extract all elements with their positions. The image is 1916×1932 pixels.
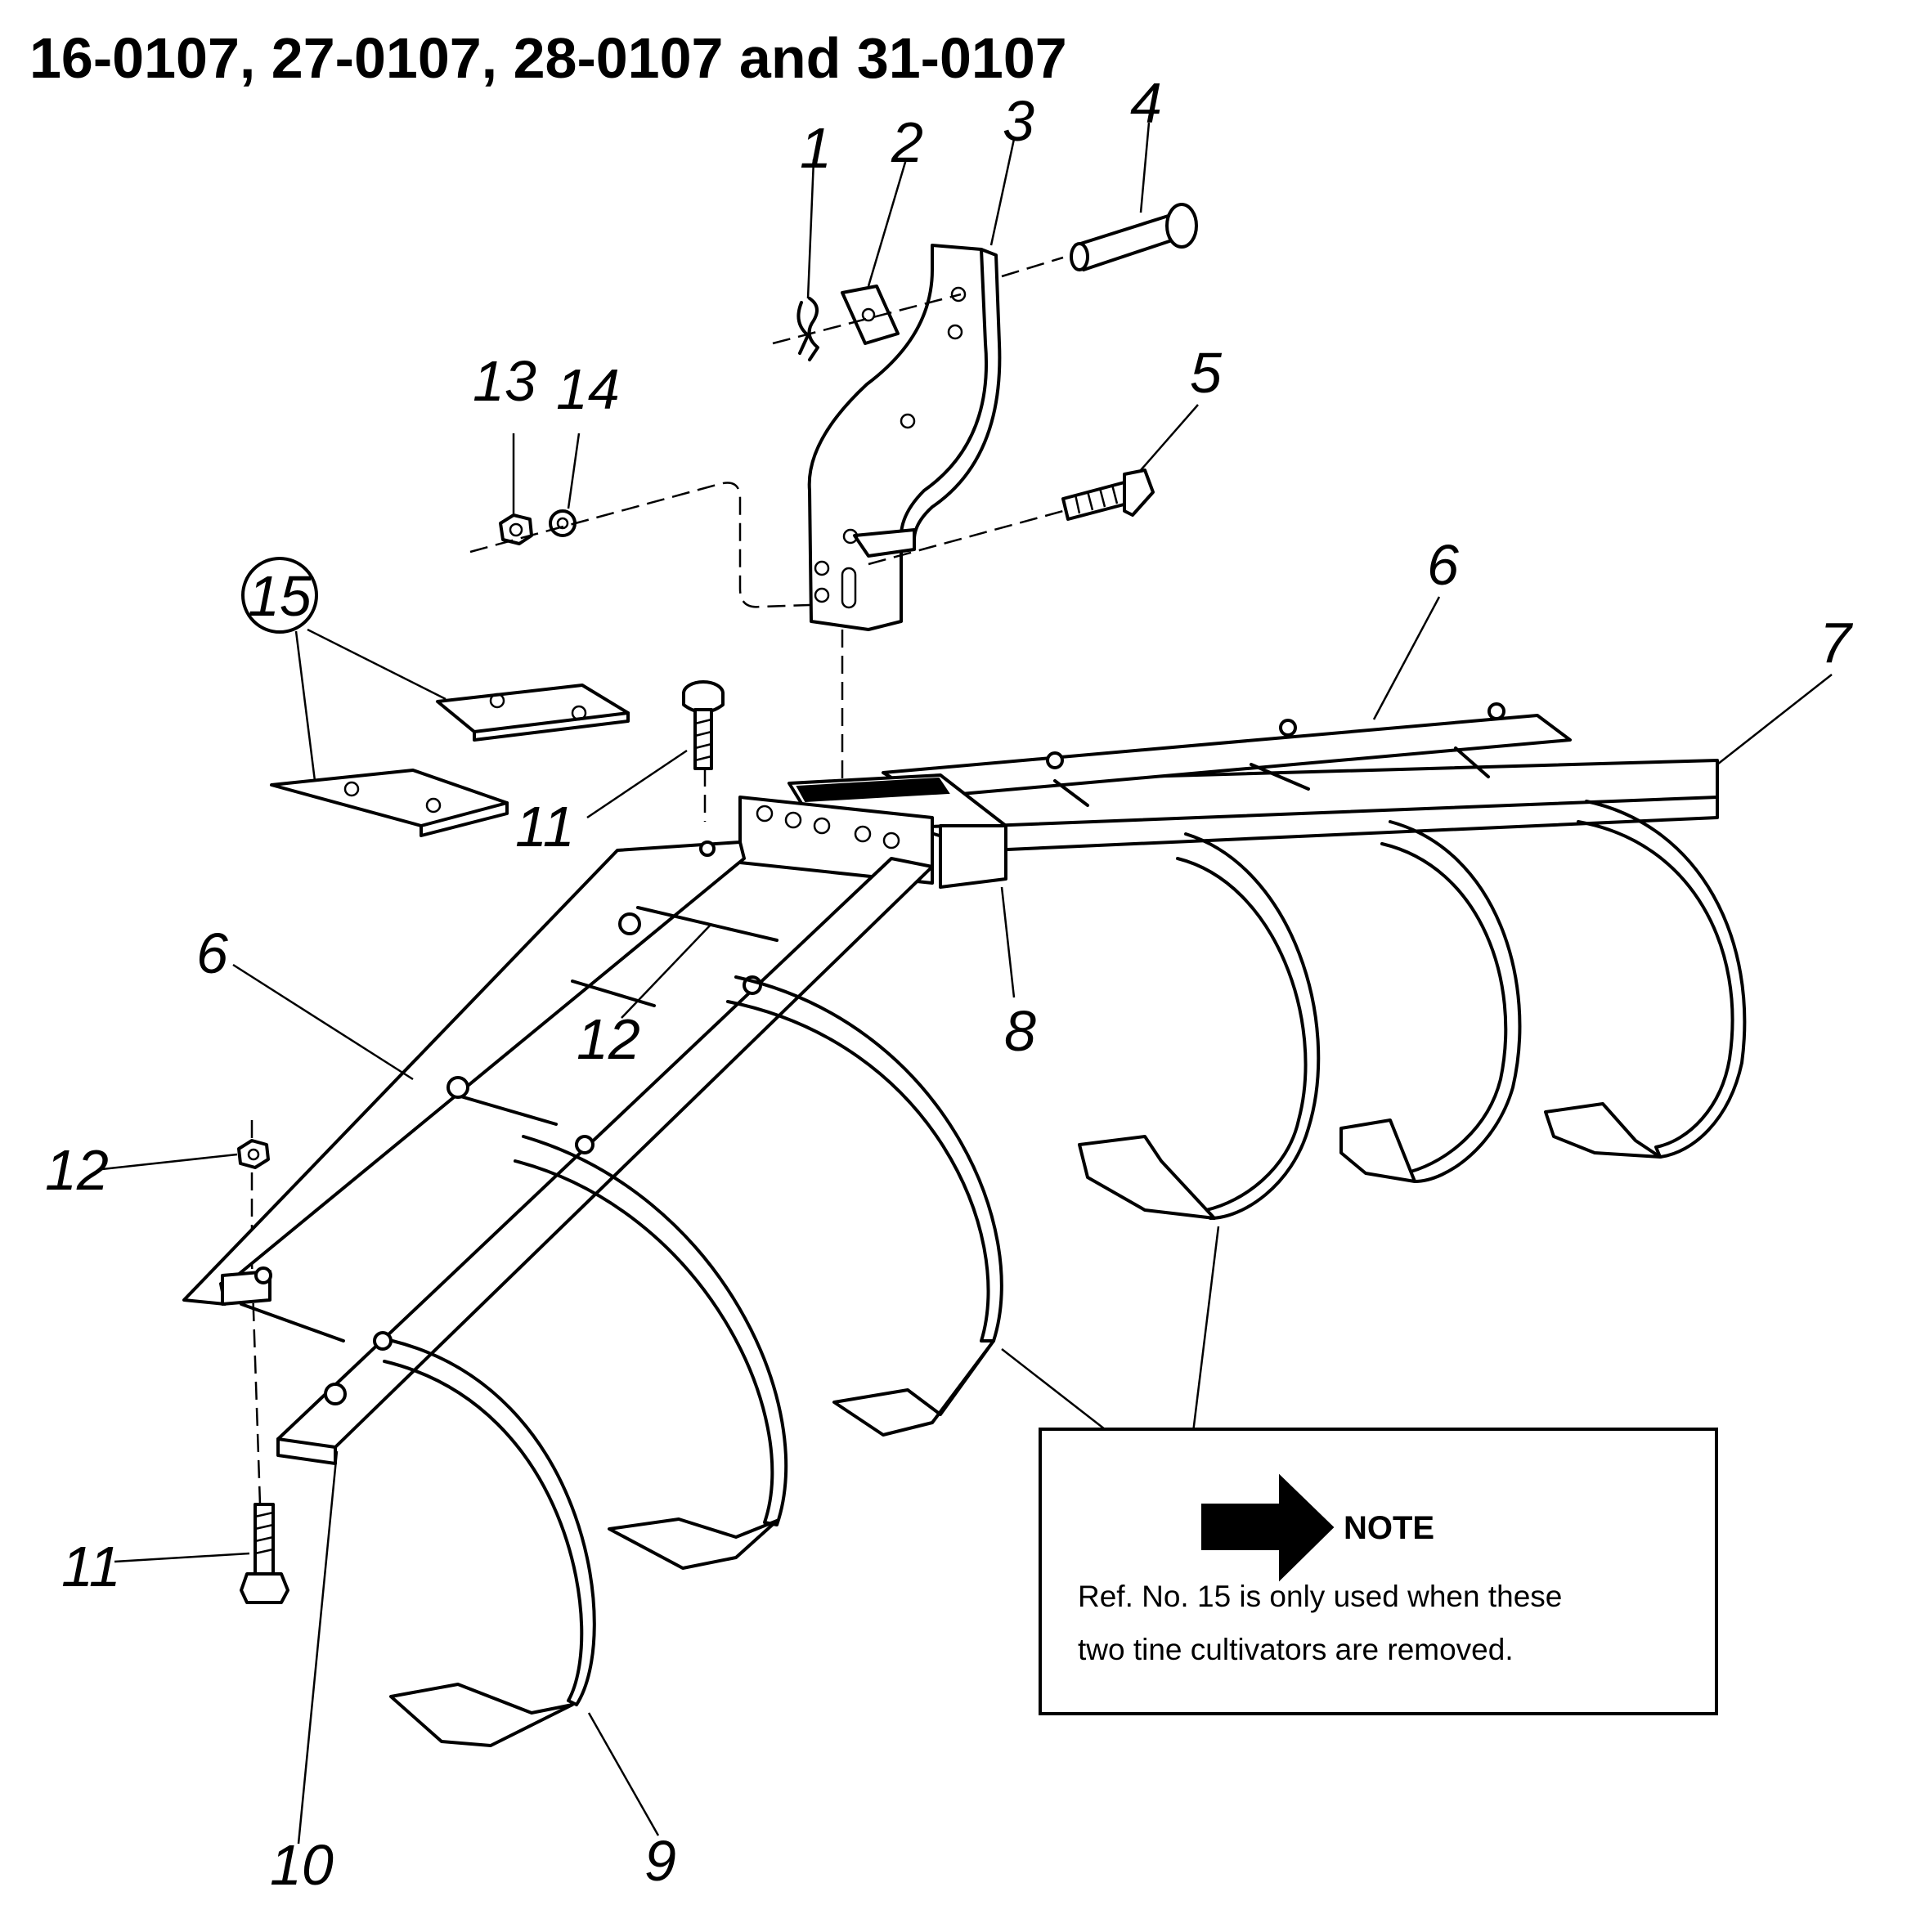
carriage-bolt-part bbox=[682, 680, 725, 770]
spacer-plate-part bbox=[841, 285, 900, 345]
cultivator-tine-part bbox=[1339, 820, 1522, 1183]
spacer-plate-15-part bbox=[436, 684, 630, 742]
assembly-line bbox=[250, 1120, 262, 1505]
page-title: 16-0107, 27-0107, 28-0107 and 31-0107 bbox=[29, 26, 1067, 90]
note-line-1: Ref. No. 15 is only used when these bbox=[1078, 1580, 1562, 1613]
leader-lines bbox=[101, 122, 1833, 1845]
callout-4: 4 bbox=[1130, 71, 1162, 135]
assembly-line bbox=[772, 293, 962, 345]
hex-nut-13-part bbox=[499, 513, 533, 545]
callout-6-left: 6 bbox=[196, 921, 228, 985]
cultivator-tine-part bbox=[514, 1135, 788, 1570]
note-heading: NOTE bbox=[1344, 1510, 1434, 1546]
callout-7: 7 bbox=[1820, 611, 1854, 675]
callout-12-lower: 12 bbox=[45, 1138, 109, 1202]
callout-13: 13 bbox=[473, 349, 536, 413]
callout-11-upper: 11 bbox=[515, 795, 575, 858]
note-line-2: two tine cultivators are removed. bbox=[1078, 1633, 1514, 1666]
callout-10: 10 bbox=[270, 1833, 334, 1897]
lock-washer-14-part bbox=[549, 509, 577, 537]
spacer-plate-15-part bbox=[270, 769, 509, 837]
callout-3: 3 bbox=[1003, 89, 1034, 153]
assembly-line bbox=[1001, 256, 1064, 278]
callout-15-circle: 15 bbox=[241, 557, 318, 634]
callout-9: 9 bbox=[644, 1829, 676, 1893]
callout-14: 14 bbox=[556, 357, 620, 421]
callout-15: 15 bbox=[248, 564, 312, 628]
hitch-bracket-part bbox=[807, 244, 1002, 631]
arrow-right-icon bbox=[1201, 1473, 1335, 1582]
hex-bolt-part bbox=[240, 1503, 289, 1604]
callout-2: 2 bbox=[891, 110, 923, 174]
callout-11-lower: 11 bbox=[61, 1535, 121, 1598]
cultivator-tine-part bbox=[726, 975, 1003, 1437]
callout-6-right: 6 bbox=[1427, 533, 1459, 597]
hitch-pin-part bbox=[1070, 203, 1198, 271]
assembly-line bbox=[868, 509, 1064, 566]
assembly-line bbox=[469, 482, 810, 608]
cultivator-tine-part bbox=[1544, 800, 1747, 1159]
callout-5: 5 bbox=[1190, 341, 1223, 405]
cultivator-tine-part bbox=[1078, 832, 1321, 1220]
callout-1: 1 bbox=[800, 116, 832, 180]
hex-nut-12-part bbox=[237, 1139, 270, 1169]
cultivator-tine-part bbox=[383, 1339, 596, 1747]
note-box: NOTE Ref. No. 15 is only used when these… bbox=[1039, 1428, 1718, 1715]
hitch-bolt-part bbox=[1061, 468, 1155, 521]
callout-12-upper: 12 bbox=[577, 1007, 640, 1071]
toolbar-frame bbox=[182, 702, 1719, 1465]
hairpin-clip-part bbox=[796, 297, 819, 361]
callout-8: 8 bbox=[1004, 999, 1036, 1063]
